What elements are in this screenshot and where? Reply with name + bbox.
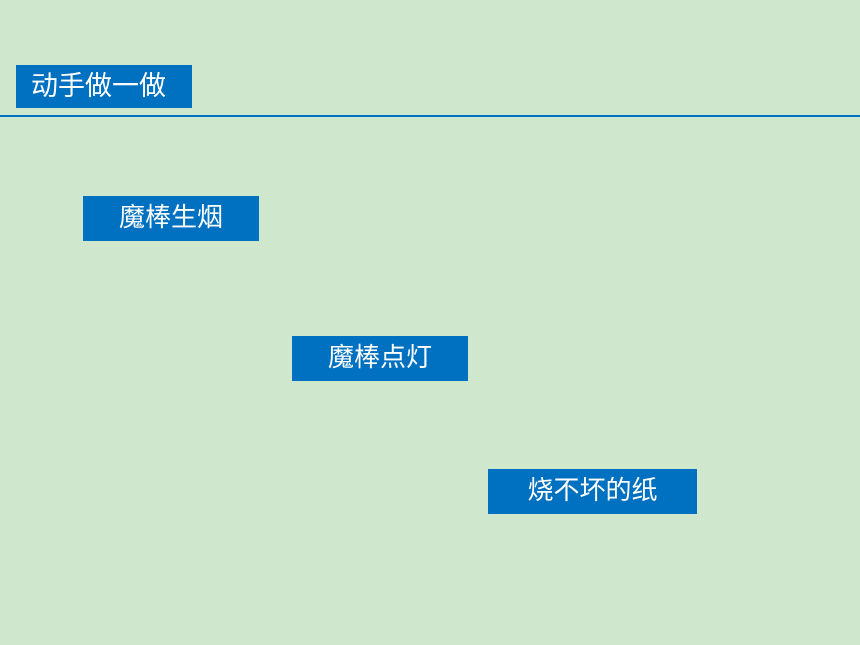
activity-unburnable-paper[interactable]: 烧不坏的纸: [488, 469, 697, 514]
activity-magic-wand-smoke[interactable]: 魔棒生烟: [83, 196, 259, 241]
section-title: 动手做一做: [16, 65, 192, 108]
header-divider: [0, 115, 860, 117]
activity-magic-wand-lamp[interactable]: 魔棒点灯: [292, 336, 468, 381]
